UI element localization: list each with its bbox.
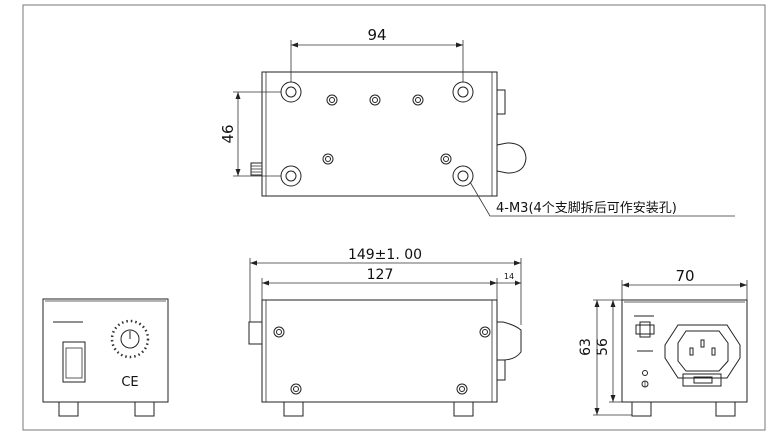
- ce-mark: CE: [121, 375, 138, 390]
- rear-view: [593, 280, 748, 417]
- dim-label-70: 70: [675, 267, 694, 285]
- top-view: [233, 40, 735, 217]
- dim-label-149: 149±1. 00: [348, 247, 422, 263]
- front-panel: [42, 298, 169, 403]
- dim-label-63: 63: [578, 338, 594, 356]
- mounting-callout: 4-M3(4个支脚拆后可作安装孔): [496, 200, 677, 216]
- dim-label-127: 127: [367, 267, 394, 283]
- dim-label-94: 94: [367, 26, 386, 44]
- dim-label-56: 56: [595, 338, 611, 356]
- power-switch: [62, 341, 86, 383]
- side-view: [248, 258, 522, 417]
- dial-knob: [110, 319, 150, 359]
- rear-panel: [621, 299, 748, 403]
- dim-label-14: 14: [504, 272, 514, 281]
- foot-hole-tr: [452, 81, 474, 103]
- foot-hole-bl: [280, 165, 302, 187]
- dim-label-46: 46: [219, 124, 237, 143]
- drawing-border: [22, 4, 766, 431]
- front-view: [42, 298, 169, 417]
- power-inlet: [664, 324, 741, 387]
- foot-hole-br: [452, 165, 474, 187]
- foot-hole-tl: [280, 81, 302, 103]
- top-view-body: [261, 71, 498, 197]
